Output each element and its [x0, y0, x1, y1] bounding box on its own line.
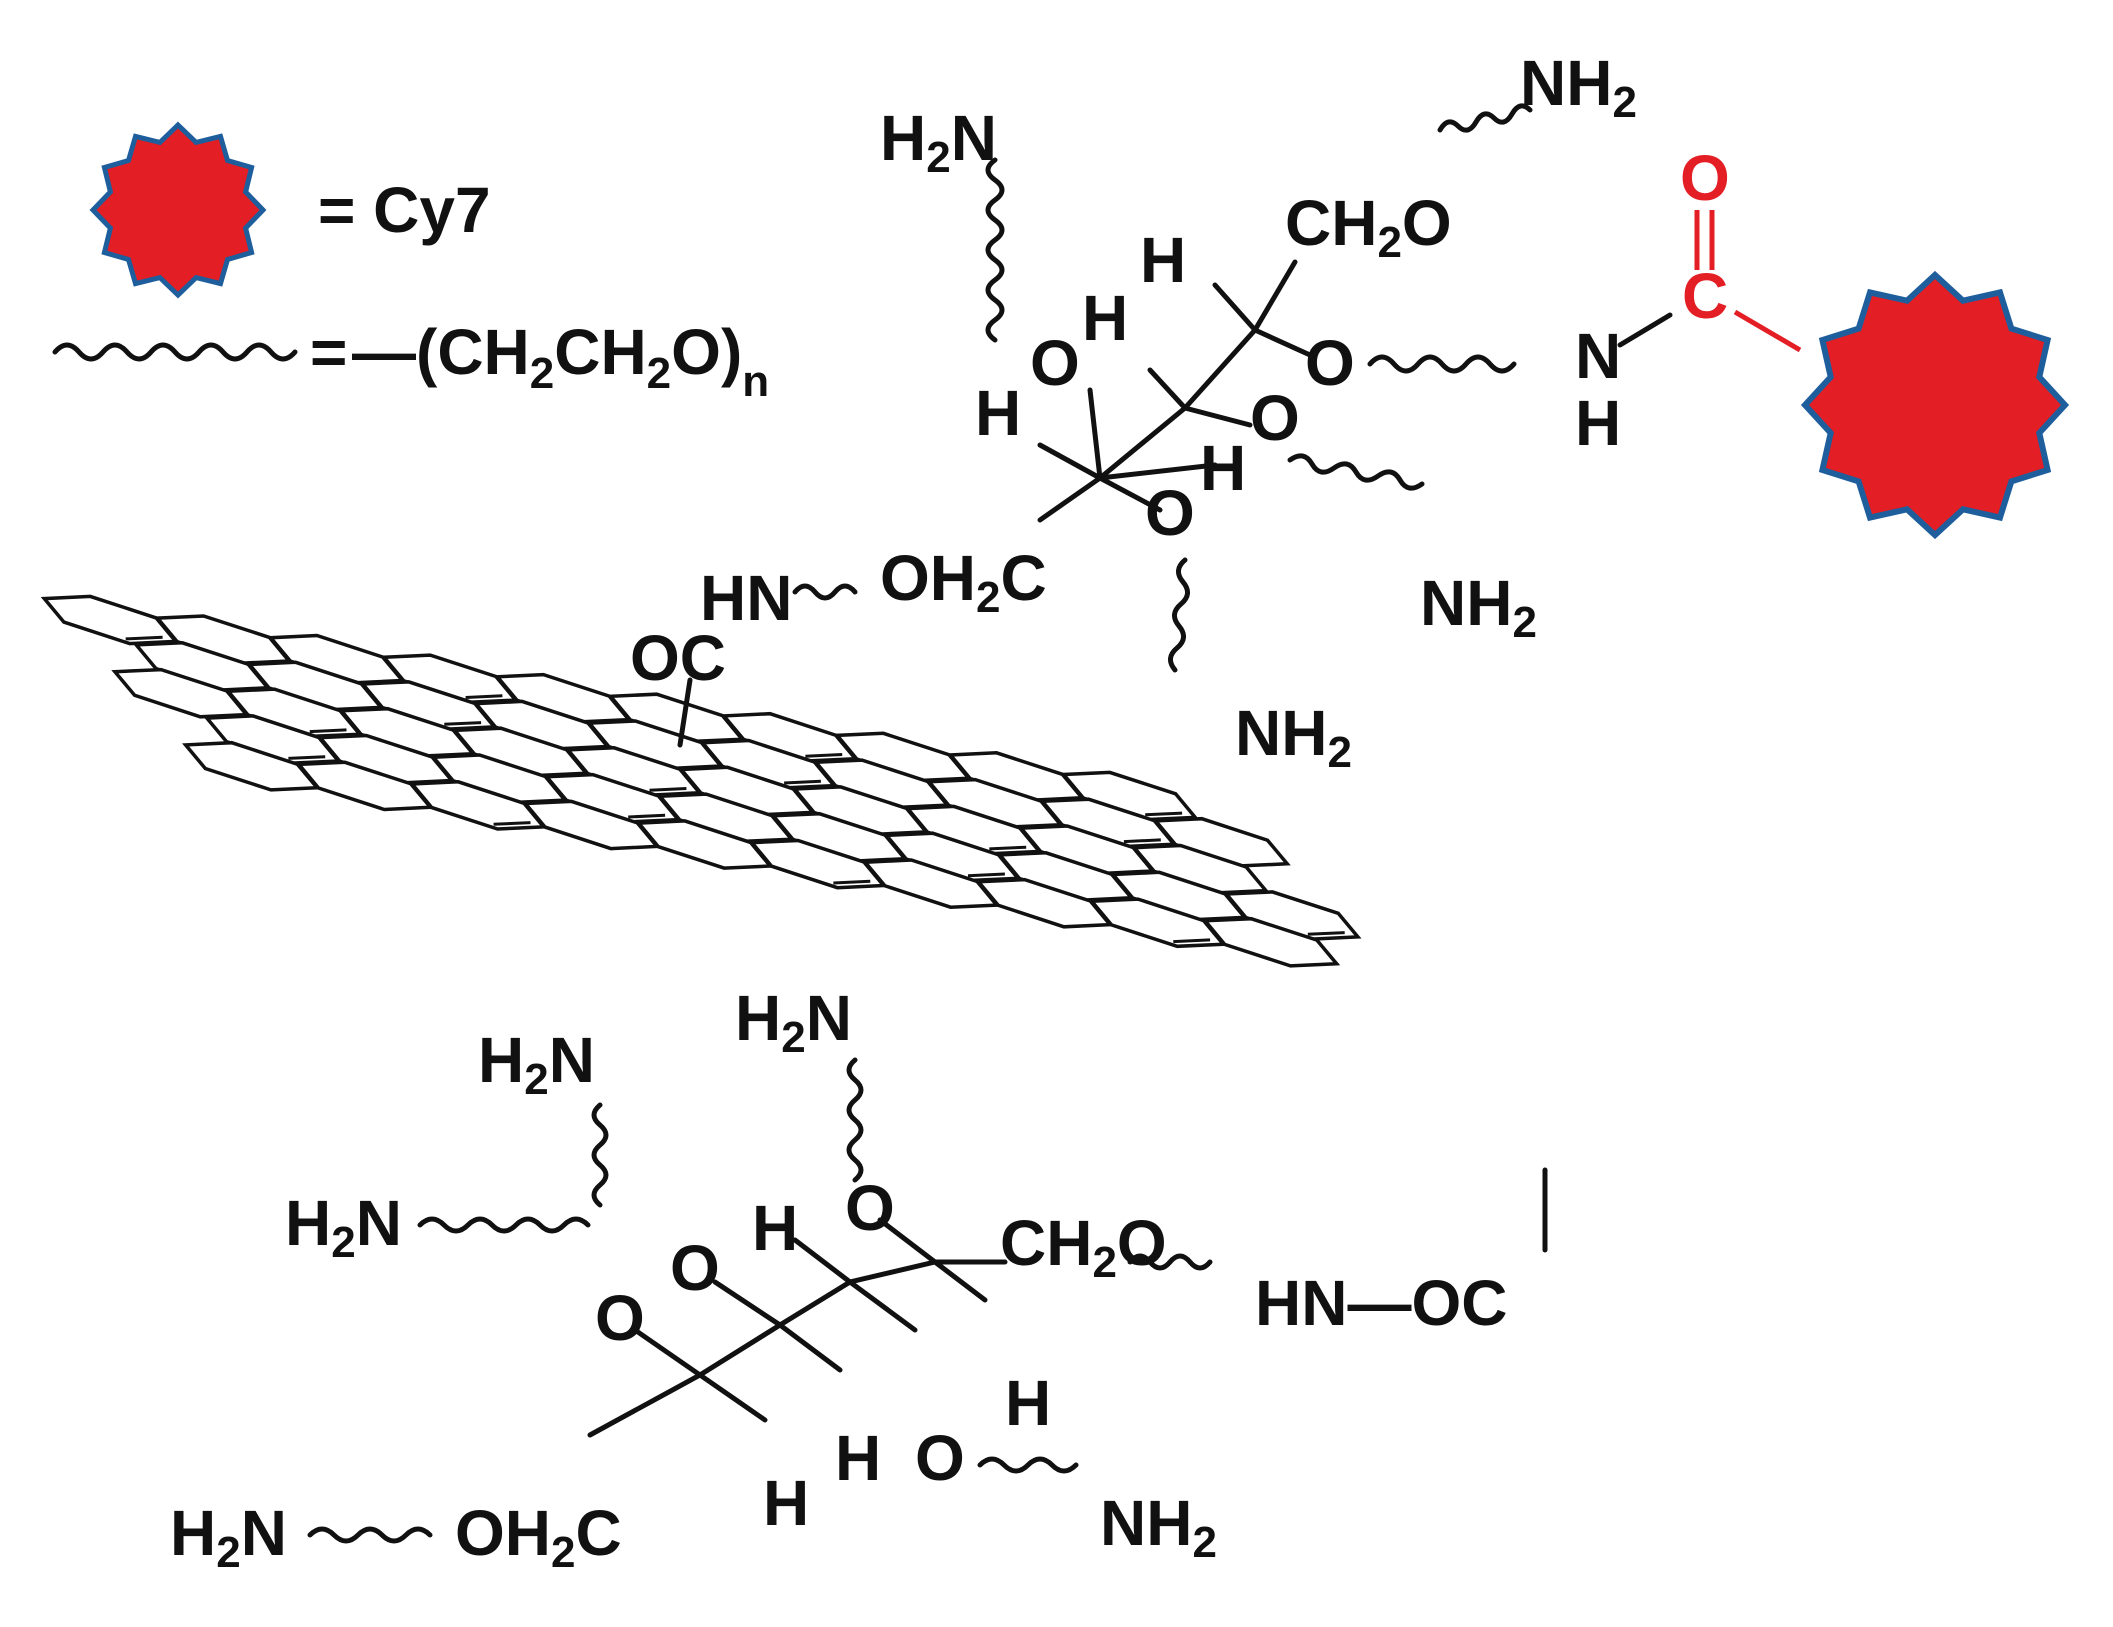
lower-bond-h1: [697, 1372, 768, 1423]
upper-wavy-hn: [792, 583, 858, 601]
lower-wavy-e: [977, 1456, 1079, 1474]
upper-label-hn: HN: [700, 562, 792, 634]
upper-wavy-top: [1437, 103, 1533, 133]
lower-label-ch2o: CH2O: [1000, 1207, 1167, 1287]
upper-oc-to-sheet: [677, 677, 693, 748]
legend-cy7-label: = Cy7: [318, 174, 491, 246]
peg-wavy-icon: [52, 342, 298, 362]
lower-wavy-b: [846, 1057, 864, 1183]
graphene-double-bond: [649, 787, 687, 792]
graphene-double-bond: [784, 779, 821, 785]
lower-wavy-c: [417, 1216, 591, 1234]
legend-peg-eq: =: [310, 316, 347, 388]
lower-bond-o4: [877, 1217, 938, 1265]
amide-label-h: H: [1575, 387, 1621, 459]
cy7-dye-icon: [1800, 270, 2070, 540]
upper-label-nh2-top: NH2: [1520, 47, 1637, 127]
graphene-double-bond: [833, 879, 871, 885]
upper-label-o-chain: O: [1305, 327, 1355, 399]
upper-bond-h2: [1147, 367, 1188, 411]
upper-label-h4: H: [1200, 432, 1246, 504]
graphene-double-bond: [465, 694, 503, 699]
legend: = Cy7 = —(CH2CH2O)n: [52, 121, 769, 406]
upper-bond-o1: [1252, 327, 1313, 358]
upper-peg-core: H2N NH2 CH2O H H O O O H H O OH2C HN OC …: [630, 47, 2070, 777]
upper-label-h2: H: [1082, 282, 1128, 354]
upper-label-nh2-bottom: NH2: [1235, 697, 1352, 777]
lower-label-o-c: O: [845, 1172, 895, 1244]
upper-label-o-right: O: [1250, 382, 1300, 454]
graphene-double-bond: [805, 753, 843, 758]
upper-label-o-left: O: [1030, 327, 1080, 399]
graphene-double-bond: [967, 872, 1005, 878]
upper-label-ch2o: CH2O: [1285, 187, 1452, 267]
graphene-double-bond: [628, 813, 666, 819]
lower-peg-core: H2N H2N H2N H2N O O H O CH2O HN—OC H H O…: [170, 982, 1548, 1577]
lower-backbone: [587, 1259, 1008, 1438]
lower-label-h-b: H: [1005, 1367, 1051, 1439]
upper-label-oh2c: OH2C: [880, 542, 1047, 622]
legend-peg-formula: —(CH2CH2O)n: [352, 316, 769, 406]
upper-label-o-lower: O: [1145, 477, 1195, 549]
upper-label-oc: OC: [630, 622, 726, 694]
upper-bond-h3: [1097, 462, 1218, 481]
lower-bond-h2: [777, 1322, 843, 1373]
lower-bond-o1: [632, 1327, 703, 1378]
lower-bond-o2: [712, 1279, 783, 1328]
lower-label-nh2: NH2: [1100, 1487, 1217, 1567]
amide-nc-bond: [1617, 312, 1673, 348]
graphene-double-bond: [309, 728, 347, 734]
upper-wavy-nh2-b: [1168, 557, 1190, 673]
lower-label-o-b: O: [595, 1282, 645, 1354]
carbonyl-double-bond: [1694, 210, 1715, 270]
upper-bond-o3: [1087, 387, 1103, 481]
graphene-double-bond: [1307, 931, 1345, 936]
upper-wavy-amide: [1367, 354, 1517, 374]
carbonyl-label-o: O: [1680, 142, 1730, 214]
amide-label-n: N: [1575, 320, 1621, 392]
cy7-dye-icon: [89, 121, 267, 299]
lower-label-h2n-4: H2N: [170, 1497, 287, 1577]
upper-bond-h4: [1037, 442, 1103, 481]
graphene-double-bond: [1145, 811, 1183, 817]
graphene-double-bond: [444, 721, 482, 726]
lower-label-o-a: O: [670, 1232, 720, 1304]
upper-bond-o4: [1097, 475, 1163, 513]
graphene-double-bond: [989, 845, 1027, 851]
upper-wavy-nh2-a: [1287, 453, 1425, 491]
lower-label-h2n-2: H2N: [735, 982, 852, 1062]
carbonyl-to-dye-bond: [1733, 309, 1802, 353]
lower-wavy-f: [1127, 1253, 1213, 1271]
graphene-double-bond: [125, 635, 163, 641]
lower-wavy-d: [307, 1526, 433, 1544]
graphene-double-bond: [1173, 938, 1211, 944]
lower-wavy-a: [591, 1102, 609, 1208]
lower-label-oh2c: OH2C: [455, 1497, 622, 1577]
graphene-double-bond: [493, 821, 531, 826]
graphene-double-bond: [288, 755, 326, 760]
upper-bond-o2: [1182, 405, 1253, 428]
upper-label-h2n-top: H2N: [880, 102, 997, 182]
graphene-double-bond: [1123, 838, 1161, 844]
lower-label-h2n-1: H2N: [478, 1024, 595, 1104]
carbonyl-label-c: C: [1682, 260, 1728, 332]
lower-label-h-c: H: [835, 1422, 881, 1494]
lower-bond-o3: [847, 1279, 918, 1333]
graphene-ring: [1201, 916, 1341, 968]
upper-wavy-h2n: [985, 157, 1005, 343]
lower-label-h-a: H: [752, 1192, 798, 1264]
upper-label-h3: H: [975, 377, 1021, 449]
upper-label-h1: H: [1140, 224, 1186, 296]
graphene-sheet: [40, 594, 1362, 968]
lower-label-h2n-3: H2N: [285, 1187, 402, 1267]
lower-bond-h3: [792, 1237, 853, 1285]
lower-label-o-d: O: [915, 1422, 965, 1494]
lower-bond-h4: [932, 1259, 988, 1303]
upper-label-nh2-right: NH2: [1420, 567, 1537, 647]
lower-label-hn-oc: HN—OC: [1255, 1267, 1507, 1339]
lower-label-h-d: H: [763, 1467, 809, 1539]
upper-bond-h1: [1212, 282, 1258, 333]
